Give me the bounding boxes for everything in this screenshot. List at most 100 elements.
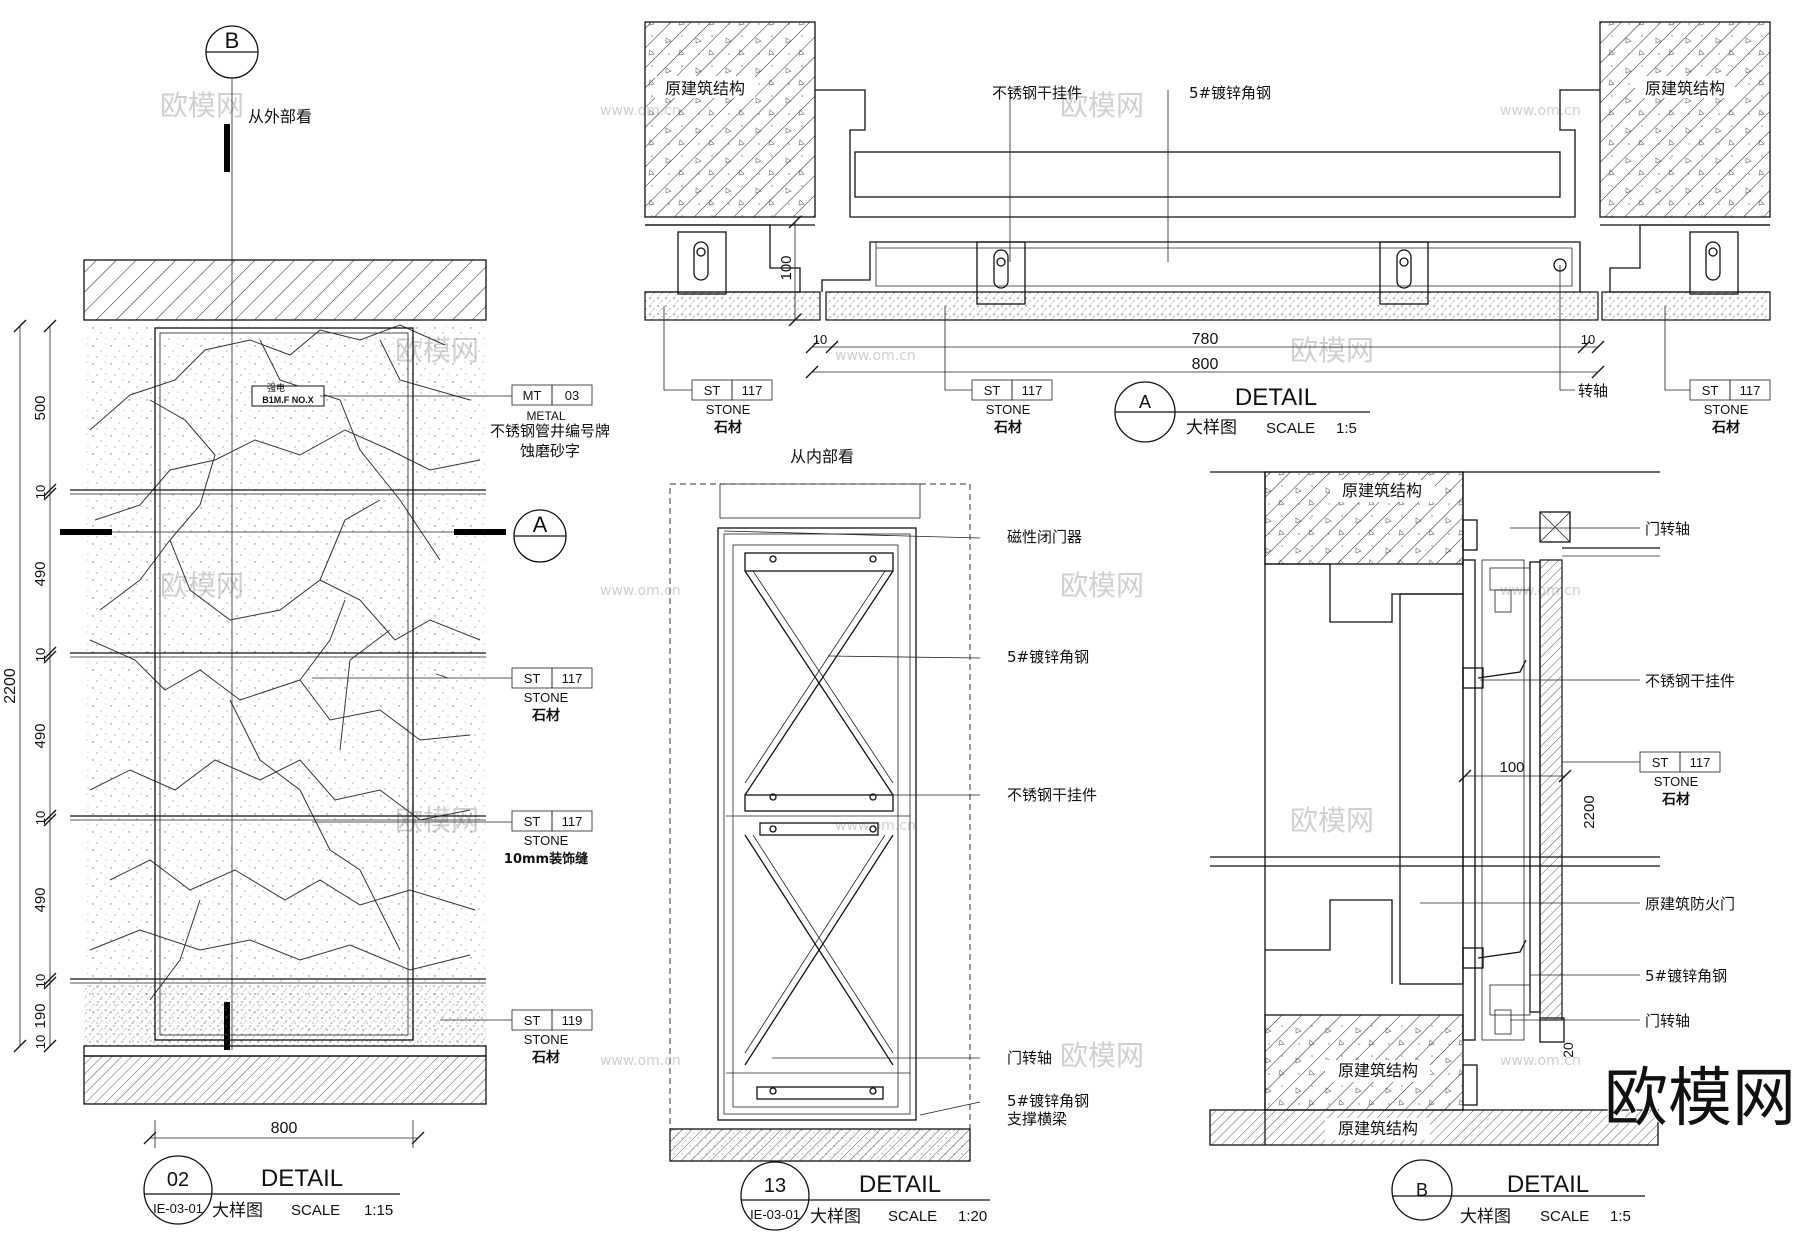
leaders (312, 395, 512, 1021)
watermark-url: www.om.cn (835, 818, 916, 834)
svg-text:原建筑结构: 原建筑结构 (665, 79, 745, 98)
bolts (769, 555, 877, 1095)
watermark-url: www.om.cn (1500, 1053, 1581, 1069)
callout-angle-steel: 5#镀锌角钢 (1189, 84, 1271, 102)
watermark-url: www.om.cn (600, 583, 681, 599)
svg-text:石材: 石材 (531, 1049, 560, 1066)
stone-door-panel (825, 291, 1599, 321)
scale-label: SCALE (1540, 1208, 1589, 1225)
watermark-cn: 欧模网 (1290, 334, 1374, 367)
watermark-cn: 欧模网 (160, 89, 244, 122)
view-from-inside: 从内部看 (790, 447, 854, 466)
svg-text:117: 117 (1022, 383, 1043, 398)
watermark-cn: 欧模网 (1060, 1039, 1144, 1072)
detail-13-inside-elevation: 从内部看 (669, 447, 1097, 1231)
svg-text:117: 117 (742, 383, 763, 398)
clip-bolt (1462, 667, 1484, 689)
ceiling-slab (83, 259, 487, 321)
dim-100: 100 (1499, 759, 1524, 776)
svg-text:ST: ST (524, 671, 541, 686)
dim-490: 490 (32, 887, 49, 912)
svg-text:STONE: STONE (986, 402, 1031, 417)
callout-angle-steel-2: 5#镀锌角钢 (1007, 1092, 1089, 1110)
dry-hang-clip (677, 231, 727, 295)
section-b-label: B (225, 28, 240, 53)
door-leaf-outline (154, 327, 414, 1041)
svg-text:119: 119 (562, 1013, 583, 1028)
callout-stainless-clip: 不锈钢干挂件 (1645, 672, 1735, 690)
dim-10: 10 (33, 648, 48, 662)
callout-pivot: 转轴 (1578, 382, 1608, 400)
svg-text:STONE: STONE (706, 402, 751, 417)
brand-watermark: 欧模网 (1604, 1062, 1796, 1136)
opening-outline (669, 483, 971, 1130)
svg-text:ST: ST (1652, 755, 1669, 770)
dim-20: 20 (1560, 1042, 1576, 1058)
svg-text:117: 117 (1690, 755, 1711, 770)
detail-number: 02 (167, 1169, 189, 1191)
watermark-cn: 欧模网 (1060, 89, 1144, 122)
top-pivot (1539, 511, 1571, 543)
watermark-url: www.om.cn (835, 348, 916, 364)
title-block-a: A DETAIL 大样图 SCALE 1:5 (1114, 381, 1370, 443)
scale-value: 1:5 (1336, 420, 1357, 437)
detail-label: B (1416, 1180, 1428, 1200)
tag-stone-117: ST 117 STONE 石材 (971, 379, 1053, 436)
detail-02-elevation: B 从外部看 (2, 25, 610, 1225)
dim-10: 10 (33, 485, 48, 499)
watermark-url: www.om.cn (1500, 103, 1581, 119)
callout-stainless-clip: 不锈钢干挂件 (992, 84, 1082, 102)
svg-text:STONE: STONE (524, 690, 569, 705)
tag-stone-117: ST 117 STONE 石材 (1689, 379, 1771, 436)
dry-hang-clip (1379, 241, 1429, 305)
svg-text:石材: 石材 (1711, 419, 1740, 436)
svg-text:石材: 石材 (531, 707, 560, 724)
tag-stone-117: ST 117 STONE 石材 (511, 667, 593, 724)
sheet-ref: IE-03-01 (750, 1207, 800, 1222)
callout-magnetic-closer: 磁性闭门器 (1007, 528, 1082, 546)
dim-10: 10 (33, 811, 48, 825)
svg-text:117: 117 (1740, 383, 1761, 398)
title-block-02: 02 IE-03-01 DETAIL 大样图 SCALE 1:15 (143, 1155, 400, 1225)
mid-rail (744, 794, 894, 812)
tag-stone-119: ST 119 STONE 石材 (511, 1009, 593, 1066)
scale-value: 1:5 (1610, 1208, 1631, 1225)
svg-text:原建筑结构: 原建筑结构 (1338, 1061, 1418, 1080)
detail-number: 13 (764, 1175, 786, 1197)
tag-stone-117-joint: ST 117 STONE 10mm装饰缝 (504, 810, 593, 867)
svg-text:STONE: STONE (524, 833, 569, 848)
dim-490: 490 (32, 723, 49, 748)
clip-bolt (1462, 947, 1484, 969)
svg-text:原建筑结构: 原建筑结构 (1645, 79, 1725, 98)
svg-text:117: 117 (562, 814, 583, 829)
svg-text:STONE: STONE (524, 1032, 569, 1047)
scale-value: 1:20 (958, 1208, 987, 1225)
tag-stone-117: ST 117 STONE 石材 (691, 379, 773, 436)
detail-subtitle: 大样图 (1186, 418, 1237, 438)
stone-panel-left (644, 291, 821, 321)
title-block-13: 13 IE-03-01 DETAIL 大样图 SCALE 1:20 (740, 1161, 990, 1231)
detail-title: DETAIL (261, 1165, 343, 1192)
svg-text:MT: MT (523, 388, 542, 403)
detail-a-plan: 原建筑结构 原建筑结构 (644, 21, 1771, 443)
dim-10: 10 (813, 332, 827, 347)
dim-500: 500 (32, 395, 49, 420)
fire-door-leaf (854, 151, 1561, 198)
watermark-cn: 欧模网 (1290, 804, 1374, 837)
dim-2200: 2200 (2, 668, 19, 704)
stone-wall (84, 326, 486, 1046)
floor-slab (83, 1055, 487, 1105)
angle-steel-vertical (1529, 561, 1541, 1013)
callout-stainless-clip: 不锈钢干挂件 (1007, 786, 1097, 804)
plate-code-text: B1M.F NO.X (262, 395, 314, 405)
callout-angle-steel: 5#镀锌角钢 (1007, 648, 1089, 666)
svg-text:10mm装饰缝: 10mm装饰缝 (504, 851, 588, 867)
svg-text:ST: ST (704, 383, 721, 398)
svg-text:METAL: METAL (526, 409, 565, 423)
dim-10: 10 (1581, 332, 1595, 347)
detail-label: A (1139, 392, 1151, 412)
svg-text:ST: ST (524, 814, 541, 829)
svg-text:ST: ST (984, 383, 1001, 398)
svg-text:原建筑结构: 原建筑结构 (1338, 1119, 1418, 1138)
svg-text:STONE: STONE (1704, 402, 1749, 417)
